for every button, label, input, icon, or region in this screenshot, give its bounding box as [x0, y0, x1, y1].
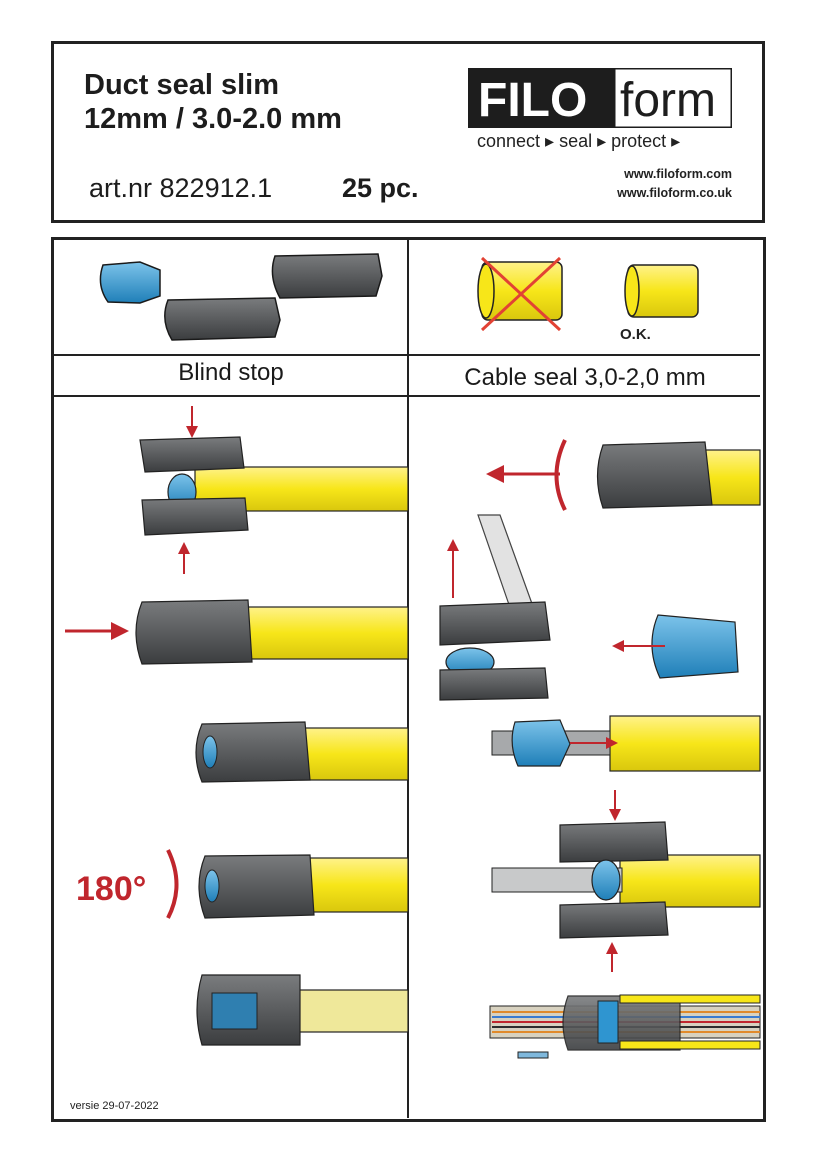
duct-wall-bottom-r5: [619, 1040, 761, 1050]
rotation-180-label: 180°: [76, 870, 147, 908]
blue-cone-seal-r2: [651, 614, 739, 679]
logo-text-left: FILO: [478, 74, 587, 127]
title-line-1: Duct seal slim: [84, 69, 280, 101]
filoform-logo: FILO form: [468, 68, 732, 128]
cut-piece-r5: [517, 1051, 549, 1059]
shell-bottom-r4: [559, 901, 669, 939]
version-label: versie 29-07-2022: [70, 1100, 159, 1112]
logo-text-right: form: [620, 74, 716, 127]
wrong-tube: [477, 256, 563, 332]
yellow-duct-r3: [609, 715, 761, 772]
shell-bottom-r2: [439, 667, 549, 701]
website-url-com: www.filoform.com: [624, 167, 732, 181]
website-url-uk: www.filoform.co.uk: [617, 186, 732, 200]
shell-bottom-1: [141, 497, 249, 536]
article-number: art.nr 822912.1: [89, 173, 273, 203]
duct-wall-top-r5: [619, 994, 761, 1004]
seal-r1: [596, 441, 713, 509]
caption-blind-stop: Blind stop: [178, 359, 284, 386]
yellow-duct-4: [304, 857, 409, 913]
shell-top-r2: [439, 601, 551, 646]
title-line-2: 12mm / 3.0-2.0 mm: [84, 103, 342, 135]
quantity: 25 pc.: [342, 173, 419, 203]
shell-top-1: [139, 436, 245, 473]
rotation-arrow-4: [166, 849, 179, 919]
grey-half-shell-upper: [271, 253, 383, 299]
grey-half-shell-lower: [164, 297, 281, 341]
ok-label: O.K.: [620, 326, 651, 343]
rotated-seal-4: [198, 854, 315, 919]
shell-top-r4: [559, 821, 669, 863]
ok-tube: [624, 264, 699, 318]
blue-seal-r3: [511, 719, 571, 767]
blue-plug-4: [204, 869, 220, 903]
plug-section-5: [211, 992, 258, 1030]
caption-cable-seal: Cable seal 3,0-2,0 mm: [464, 364, 706, 391]
tagline: connect ▸ seal ▸ protect ▸: [477, 131, 681, 151]
blue-plug-part: [99, 261, 161, 304]
blue-plug-3: [202, 735, 218, 769]
blue-seal-section-r5: [597, 1000, 619, 1044]
product-title: Duct seal slim 12mm / 3.0-2.0 mm: [84, 68, 342, 136]
yellow-duct-3: [299, 727, 409, 781]
rotation-arrow-r1: [554, 439, 567, 511]
header-box: [51, 41, 765, 223]
yellow-duct-2: [244, 606, 409, 660]
yellow-duct-r4: [619, 854, 761, 908]
assembled-seal-3: [195, 721, 311, 783]
assembled-seal-2: [135, 599, 253, 665]
seal-section-r5: [562, 995, 681, 1051]
instructions-box: [51, 237, 766, 1122]
blue-seal-r4: [591, 859, 621, 901]
